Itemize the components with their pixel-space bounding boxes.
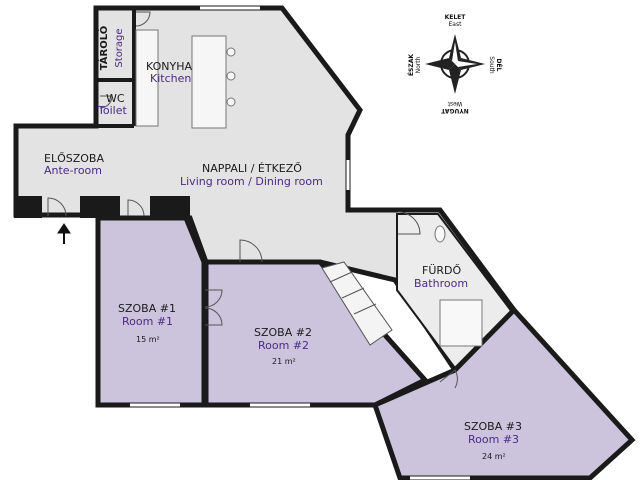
kitchen-label-hu: KONYHA (146, 60, 193, 73)
compass-left-en: North (415, 56, 422, 74)
anteroom-label-hu: ELŐSZOBA (44, 152, 104, 165)
room-2-floor (203, 259, 430, 408)
compass-left-label: ÉSZAK North (408, 48, 422, 82)
living-label-hu: NAPPALI / ÉTKEZŐ (202, 162, 302, 175)
interior-walls (94, 8, 136, 128)
room3-area: 24 m² (482, 452, 506, 461)
room1-area: 15 m² (136, 335, 160, 344)
doors (47, 11, 458, 389)
room3-label-en: Room #3 (468, 433, 520, 446)
room2-area: 21 m² (272, 357, 296, 366)
compass-bottom-en: West (447, 100, 463, 107)
room3-label-hu: SZOBA #3 (464, 420, 522, 433)
room1-label-en: Room #1 (122, 315, 174, 328)
bathroom-label-hu: FÜRDŐ (422, 264, 462, 277)
compass-rose (425, 34, 485, 94)
wc-label-en: Toilet (98, 104, 127, 117)
compass-left-hu: ÉSZAK (408, 53, 415, 77)
compass-right-en: South (488, 56, 495, 74)
bathroom-fixtures (434, 225, 483, 347)
wardrobe (321, 261, 393, 346)
entrance-arrow (57, 223, 71, 244)
windows (130, 6, 470, 480)
storage-label-en: Storage (114, 28, 125, 68)
compass-top-label: KELET East (438, 14, 472, 28)
kitchen-furniture (135, 29, 236, 129)
wc-label-hu: WC (106, 92, 125, 105)
entrance-wall-blocks (14, 196, 190, 218)
compass-top-hu: KELET (444, 14, 466, 21)
compass-right-label: DÉL South (488, 48, 502, 82)
compass-bottom-label: NYUGAT West (438, 100, 472, 114)
kitchen-label-en: Kitchen (150, 72, 192, 85)
compass-right-hu: DÉL (495, 58, 502, 72)
room2-label-en: Room #2 (258, 339, 310, 352)
compass-bottom-hu: NYUGAT (441, 107, 469, 114)
compass-top-en: East (448, 21, 462, 28)
bathroom-label-en: Bathroom (414, 277, 469, 290)
living-label-en: Living room / Dining room (180, 175, 323, 188)
room-3-floor (371, 306, 636, 480)
anteroom-label-en: Ante-room (44, 164, 103, 177)
storage-label-hu: TÁROLÓ (99, 25, 110, 71)
room1-label-hu: SZOBA #1 (118, 302, 176, 315)
room2-label-hu: SZOBA #2 (254, 326, 312, 339)
